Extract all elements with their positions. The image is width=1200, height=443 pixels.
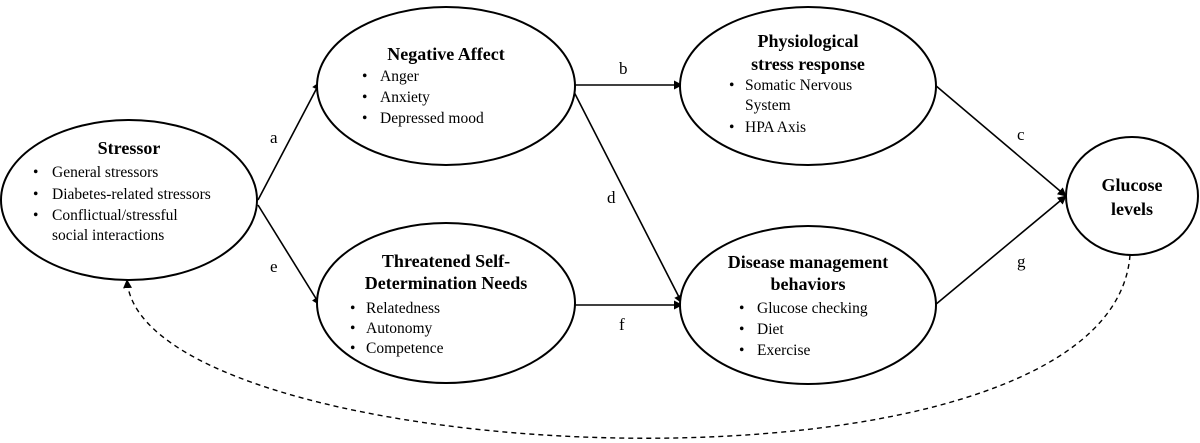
node-glucose-title-line-2: levels (1111, 199, 1153, 219)
node-disease-management-item-2: Diet (757, 321, 784, 338)
node-glucose-title-line-1: Glucose (1102, 175, 1163, 195)
node-disease-management-behaviors: Disease management behaviors • Glucose c… (679, 225, 937, 385)
node-stressor-item-2: Diabetes-related stressors (52, 186, 211, 203)
node-negative-affect-bullet-2: • (362, 89, 367, 106)
node-stressor-title: Stressor (98, 138, 161, 158)
node-negative-affect-item-2: Anxiety (380, 89, 430, 106)
node-negative-affect-bullet-1: • (362, 68, 367, 85)
node-disease-management-ellipse (679, 225, 937, 385)
node-stressor-item-4: social interactions (52, 227, 164, 244)
edge-d (571, 87, 683, 304)
edge-feedback-dashed (123, 254, 1131, 439)
edge-label-d: d (607, 188, 616, 207)
node-negative-affect-item-1: Anger (380, 68, 420, 85)
edge-g (934, 195, 1067, 306)
node-disease-management-bullet-3: • (739, 342, 744, 359)
node-stressor-bullet-2: • (33, 186, 38, 203)
edge-label-c: c (1017, 125, 1025, 144)
node-disease-management-bullet-1: • (739, 300, 744, 317)
node-disease-management-bullet-2: • (739, 321, 744, 338)
node-self-determination-bullet-3: • (350, 340, 355, 357)
edge-c (934, 84, 1067, 197)
node-disease-management-item-1: Glucose checking (757, 300, 868, 317)
node-physiological-item-3: HPA Axis (745, 119, 806, 136)
node-glucose-levels: Glucose levels (1065, 136, 1199, 256)
edges-layer (123, 80, 1131, 439)
node-self-determination-needs: Threatened Self- Determination Needs • R… (316, 222, 576, 384)
node-physiological-stress-response: Physiological stress response • Somatic … (679, 6, 937, 166)
node-negative-affect-item-3: Depressed mood (380, 110, 484, 127)
edge-a (257, 81, 321, 201)
node-disease-management-title-line-2: behaviors (770, 274, 845, 294)
edge-labels: a e b d f c g (270, 59, 1026, 334)
node-negative-affect-bullet-3: • (362, 110, 367, 127)
node-disease-management-title-line-1: Disease management (728, 252, 888, 272)
node-disease-management-item-3: Exercise (757, 342, 810, 359)
node-negative-affect-ellipse (316, 6, 576, 166)
node-self-determination-ellipse (316, 222, 576, 384)
edge-label-b: b (619, 59, 628, 78)
node-physiological-ellipse (679, 6, 937, 166)
node-stressor-ellipse (0, 119, 258, 281)
edge-label-a: a (270, 128, 278, 147)
node-physiological-bullet-1: • (729, 77, 734, 94)
node-stressor: Stressor • General stressors • Diabetes-… (0, 119, 258, 281)
node-self-determination-item-1: Relatedness (366, 300, 440, 317)
node-self-determination-bullet-2: • (350, 320, 355, 337)
node-stressor-item-1: General stressors (52, 164, 158, 181)
node-physiological-title-line-1: Physiological (757, 31, 858, 51)
node-self-determination-title-line-1: Threatened Self- (382, 251, 510, 271)
node-negative-affect-title: Negative Affect (387, 44, 504, 64)
edge-label-g: g (1017, 252, 1026, 271)
node-physiological-title-line-2: stress response (751, 54, 865, 74)
node-physiological-item-1: Somatic Nervous (745, 77, 852, 94)
node-physiological-item-2: System (745, 97, 791, 114)
node-negative-affect: Negative Affect • Anger • Anxiety • Depr… (316, 6, 576, 166)
edge-label-f: f (619, 315, 625, 334)
node-stressor-bullet-1: • (33, 164, 38, 181)
edge-label-e: e (270, 257, 278, 276)
node-self-determination-item-2: Autonomy (366, 320, 433, 337)
node-self-determination-title-line-2: Determination Needs (365, 273, 527, 293)
node-glucose-ellipse (1065, 136, 1199, 256)
node-self-determination-item-3: Competence (366, 340, 444, 357)
node-physiological-bullet-3: • (729, 119, 734, 136)
node-stressor-item-3: Conflictual/stressful (52, 207, 178, 224)
node-stressor-bullet-3: • (33, 207, 38, 224)
edge-e (257, 204, 321, 306)
node-self-determination-bullet-1: • (350, 300, 355, 317)
